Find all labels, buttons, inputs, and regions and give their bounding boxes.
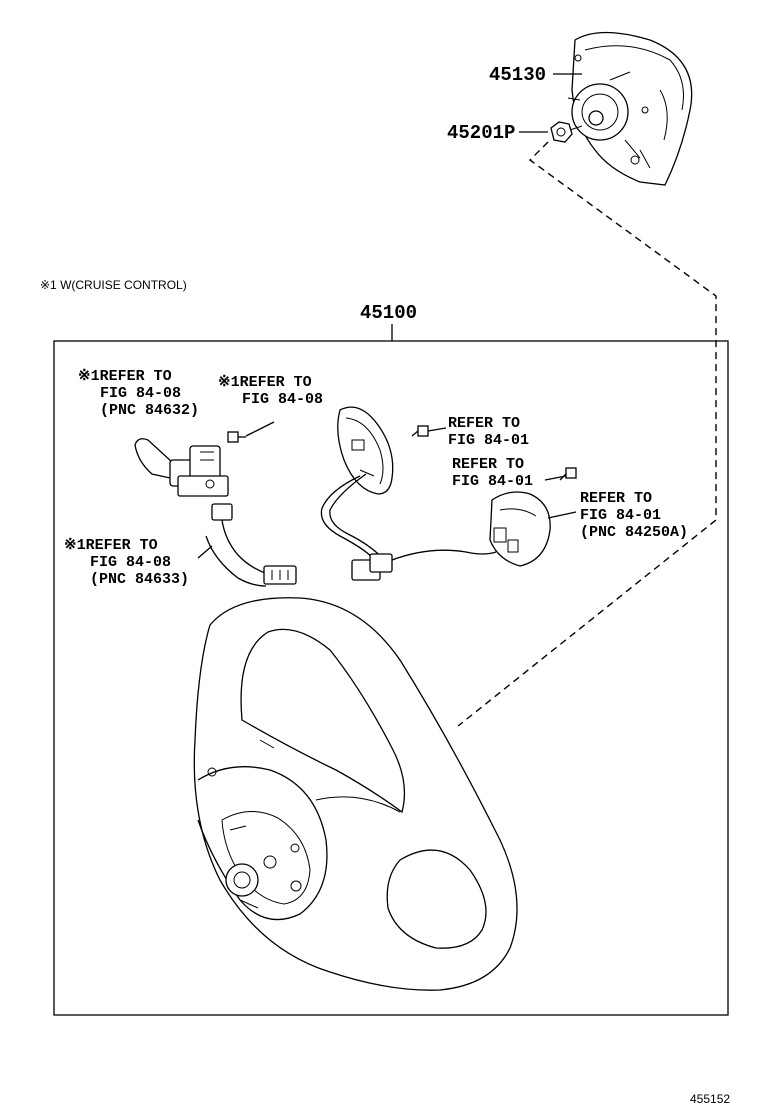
right-pad-switch[interactable] (489, 491, 551, 567)
switch-cable (320, 475, 377, 563)
nut-45201p[interactable] (550, 121, 573, 143)
svg-text:※1REFER TO: ※1REFER TO (218, 374, 312, 391)
svg-text:FIG 84-01: FIG 84-01 (452, 473, 533, 490)
leader-line (544, 475, 567, 481)
figure-id: 455152 (690, 1092, 730, 1106)
svg-text:REFER TO: REFER TO (580, 490, 652, 507)
switch-cable (329, 473, 385, 561)
leader-line (547, 511, 577, 519)
screw-icon (559, 467, 577, 481)
leader-line (245, 421, 275, 437)
switch-cable (391, 549, 497, 561)
leader-line (427, 427, 447, 432)
callout-84633: ※1REFER TO FIG 84-08 (PNC 84633) (64, 537, 189, 588)
callout-84632: ※1REFER TO FIG 84-08 (PNC 84632) (78, 368, 199, 419)
svg-text:(PNC 84633): (PNC 84633) (90, 571, 189, 588)
svg-text:※1REFER TO: ※1REFER TO (78, 368, 172, 385)
svg-text:FIG 84-01: FIG 84-01 (448, 432, 529, 449)
screw-icon (411, 425, 429, 437)
part-label-45130: 45130 (489, 64, 546, 86)
svg-text:※1REFER TO: ※1REFER TO (64, 537, 158, 554)
airbag-pad-assembly[interactable] (567, 31, 693, 186)
cable-connector (351, 553, 393, 581)
assembly-dashed-line (457, 141, 717, 727)
wire-harness[interactable] (205, 503, 297, 587)
svg-text:(PNC 84250A): (PNC 84250A) (580, 524, 688, 541)
svg-text:FIG 84-01: FIG 84-01 (580, 507, 661, 524)
callout-fig-84-01-b: REFER TO FIG 84-01 (452, 456, 533, 490)
svg-text:(PNC 84632): (PNC 84632) (100, 402, 199, 419)
cruise-control-note: ※1 W(CRUISE CONTROL) (40, 278, 187, 292)
part-label-45201p: 45201P (447, 122, 515, 144)
assembly-label-45100: 45100 (360, 302, 417, 324)
assembly-frame (53, 340, 729, 1016)
callout-84250a: REFER TO FIG 84-01 (PNC 84250A) (580, 490, 688, 541)
cruise-control-switch[interactable] (134, 438, 229, 497)
svg-text:REFER TO: REFER TO (452, 456, 524, 473)
steering-wheel[interactable] (193, 597, 518, 991)
callout-fig-84-01-a: REFER TO FIG 84-01 (448, 415, 529, 449)
callout-fig-84-08: ※1REFER TO FIG 84-08 (218, 374, 323, 408)
screw-icon (227, 431, 246, 443)
svg-text:FIG 84-08: FIG 84-08 (100, 385, 181, 402)
left-pad-switch[interactable] (337, 406, 394, 495)
leader-line (197, 545, 213, 559)
svg-text:REFER TO: REFER TO (448, 415, 520, 432)
svg-text:FIG 84-08: FIG 84-08 (90, 554, 171, 571)
svg-text:FIG 84-08: FIG 84-08 (242, 391, 323, 408)
